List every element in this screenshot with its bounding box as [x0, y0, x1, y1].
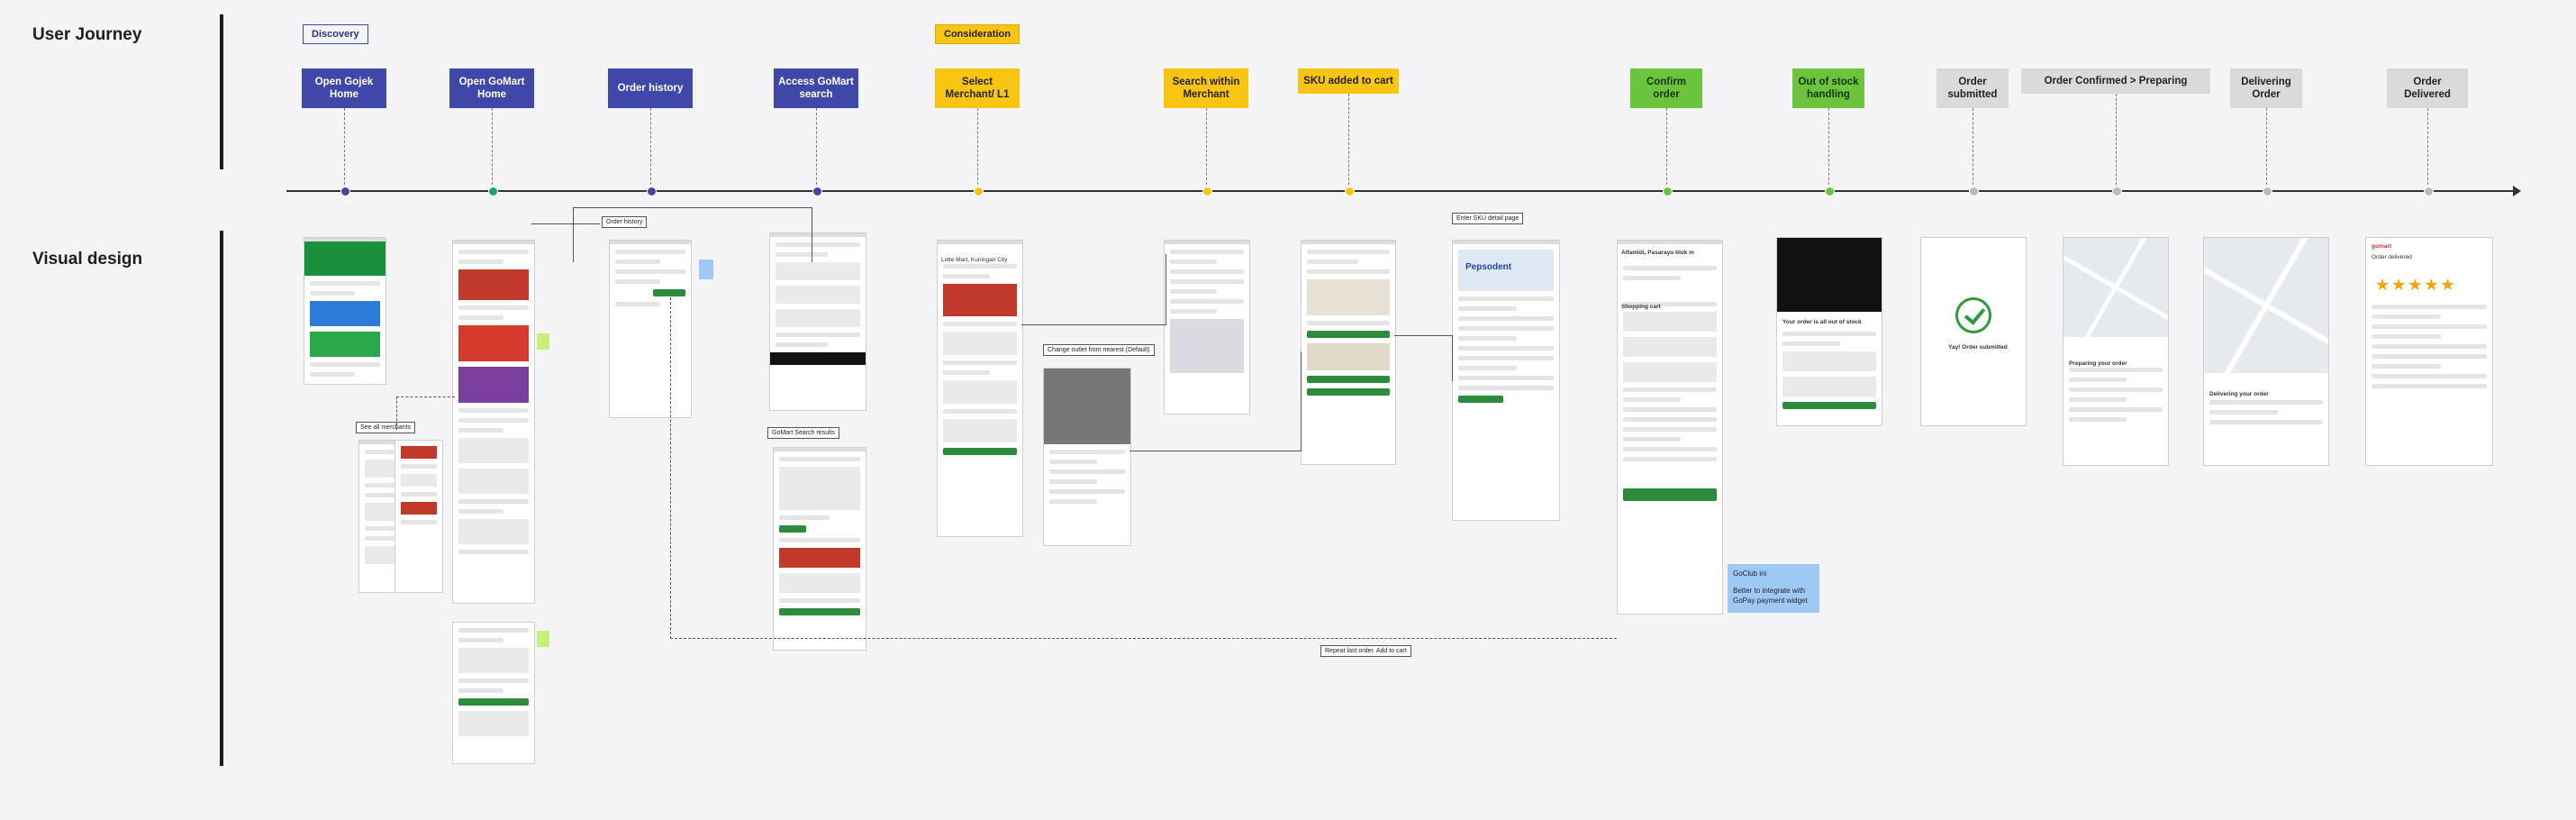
- order-submitted-text: Yay! Order submitted: [1948, 344, 2008, 351]
- step-confirm-order: Confirm order: [1630, 68, 1702, 108]
- screen-search-within-merchant: [1164, 240, 1250, 415]
- divider-visual-design: [220, 231, 223, 766]
- phase-label-discovery: Discovery: [303, 24, 368, 44]
- sticky-marker: [537, 333, 549, 350]
- step-connector: [1348, 94, 1349, 189]
- screen-order-delivered: gomart Order delivered ★★★★★: [2365, 237, 2493, 466]
- screen-order-submitted: Yay! Order submitted: [1920, 237, 2027, 426]
- step-order-submitted: Order submitted: [1937, 68, 2009, 108]
- delivered-text: Order delivered: [2372, 254, 2412, 260]
- timeline-node: [2263, 187, 2272, 196]
- step-out-of-stock-handling: Out of stock handling: [1792, 68, 1864, 108]
- step-connector: [1206, 108, 1207, 189]
- screen-merchant-list-column: [395, 440, 443, 593]
- timeline-node: [1202, 187, 1212, 196]
- cart-heading: Shopping cart: [1621, 304, 1661, 310]
- sticky-note-goclub: GoClub ini Better to integrate with GoPa…: [1728, 564, 1819, 613]
- divider-user-journey: [220, 14, 223, 169]
- screen-shopping-cart: Alfamidi, Pasarayo blok m Shopping cart: [1617, 240, 1723, 615]
- flow-connector-repeat-order: [670, 297, 1617, 639]
- step-open-gomart-home: Open GoMart Home: [449, 68, 534, 108]
- step-connector: [1828, 108, 1829, 189]
- flow-connector: [1129, 351, 1302, 451]
- delivering-text: Delivering your order: [2209, 391, 2269, 397]
- timeline-node: [647, 187, 657, 196]
- sku-brand-text: Pepsodent: [1465, 262, 1512, 272]
- preparing-text: Preparing your order: [2069, 360, 2127, 367]
- step-select-merchant: Select Merchant/ L1: [935, 68, 1020, 108]
- timeline-node: [488, 187, 498, 196]
- screen-order-delivering: Delivering your order: [2203, 237, 2329, 466]
- step-sku-added-to-cart: SKU added to cart: [1298, 68, 1399, 94]
- flow-connector: [1394, 335, 1453, 381]
- timeline-node: [340, 187, 350, 196]
- flow-connector: [531, 223, 600, 224]
- flow-connector: [1021, 254, 1166, 325]
- note-change-outlet: Change outlet from nearest (Default): [1043, 344, 1155, 356]
- step-open-gojek-home: Open Gojek Home: [302, 68, 386, 108]
- out-of-stock-text: Your order is all out of stock: [1782, 319, 1862, 325]
- note-order-history: Order history: [602, 216, 648, 228]
- sticky-title: GoClub ini: [1733, 569, 1767, 578]
- section-title-visual-design: Visual design: [32, 250, 143, 269]
- timeline-node: [2112, 187, 2122, 196]
- success-check-icon: [1955, 297, 1991, 333]
- merchant-title: Lotte Mart, Kuningan City: [941, 257, 1008, 263]
- sticky-marker: [537, 631, 549, 647]
- gomart-logo-text: gomart: [2372, 243, 2392, 250]
- screen-out-of-stock: Your order is all out of stock: [1776, 237, 1882, 426]
- timeline-node: [1969, 187, 1979, 196]
- rating-stars-icon[interactable]: ★★★★★: [2375, 276, 2457, 294]
- note-enter-sku-detail: Enter SKU detail page: [1452, 213, 1524, 224]
- timeline-arrowhead: [2513, 186, 2521, 196]
- screen-gojek-home: [304, 237, 386, 385]
- screen-order-history: [609, 240, 692, 418]
- timeline-node: [1825, 187, 1835, 196]
- timeline-node: [1663, 187, 1673, 196]
- step-access-gomart-search: Access GoMart search: [774, 68, 858, 108]
- screen-change-outlet: [1043, 368, 1131, 546]
- journey-timeline: [286, 190, 2517, 192]
- screen-order-preparing: Preparing your order: [2063, 237, 2169, 466]
- step-order-delivered: Order Delivered: [2387, 68, 2468, 108]
- step-connector: [816, 108, 817, 189]
- note-repeat-last-order: Repeat last order. Add to cart: [1320, 645, 1411, 657]
- flow-connector: [573, 207, 812, 262]
- screen-gomart-search: [769, 232, 866, 411]
- step-search-within-merchant: Search within Merchant: [1164, 68, 1248, 108]
- timeline-node: [974, 187, 984, 196]
- screen-sku-detail: Pepsodent: [1452, 240, 1560, 521]
- sticky-marker: [699, 260, 713, 279]
- step-order-confirmed-preparing: Order Confirmed > Preparing: [2021, 68, 2210, 94]
- screen-merchant-l1: Lotte Mart, Kuningan City: [937, 240, 1023, 537]
- step-connector: [1666, 108, 1667, 189]
- phase-label-consideration: Consideration: [935, 24, 1020, 44]
- timeline-node: [1345, 187, 1355, 196]
- note-see-all-merchants: See all merchants: [356, 422, 416, 433]
- step-connector: [344, 108, 345, 189]
- step-connector: [492, 108, 493, 189]
- screen-gomart-home-lower: [452, 622, 535, 764]
- flow-connector: [396, 396, 455, 430]
- note-gomart-search-results: GoMart Search results: [767, 427, 840, 439]
- screen-search-results: [773, 447, 866, 651]
- section-title-user-journey: User Journey: [32, 25, 142, 44]
- sticky-body: Better to integrate with GoPay payment w…: [1733, 586, 1808, 605]
- timeline-node: [2424, 187, 2434, 196]
- step-connector: [650, 108, 651, 189]
- step-connector: [977, 108, 978, 189]
- screen-gomart-home: [452, 240, 535, 604]
- step-delivering-order: Delivering Order: [2230, 68, 2302, 108]
- step-connector: [2427, 108, 2428, 189]
- screen-sku-list: [1301, 240, 1396, 465]
- step-order-history: Order history: [608, 68, 693, 108]
- timeline-node: [812, 187, 822, 196]
- cart-merchant-title: Alfamidi, Pasarayo blok m: [1621, 250, 1694, 256]
- step-connector: [2116, 94, 2117, 189]
- step-connector: [2266, 108, 2267, 189]
